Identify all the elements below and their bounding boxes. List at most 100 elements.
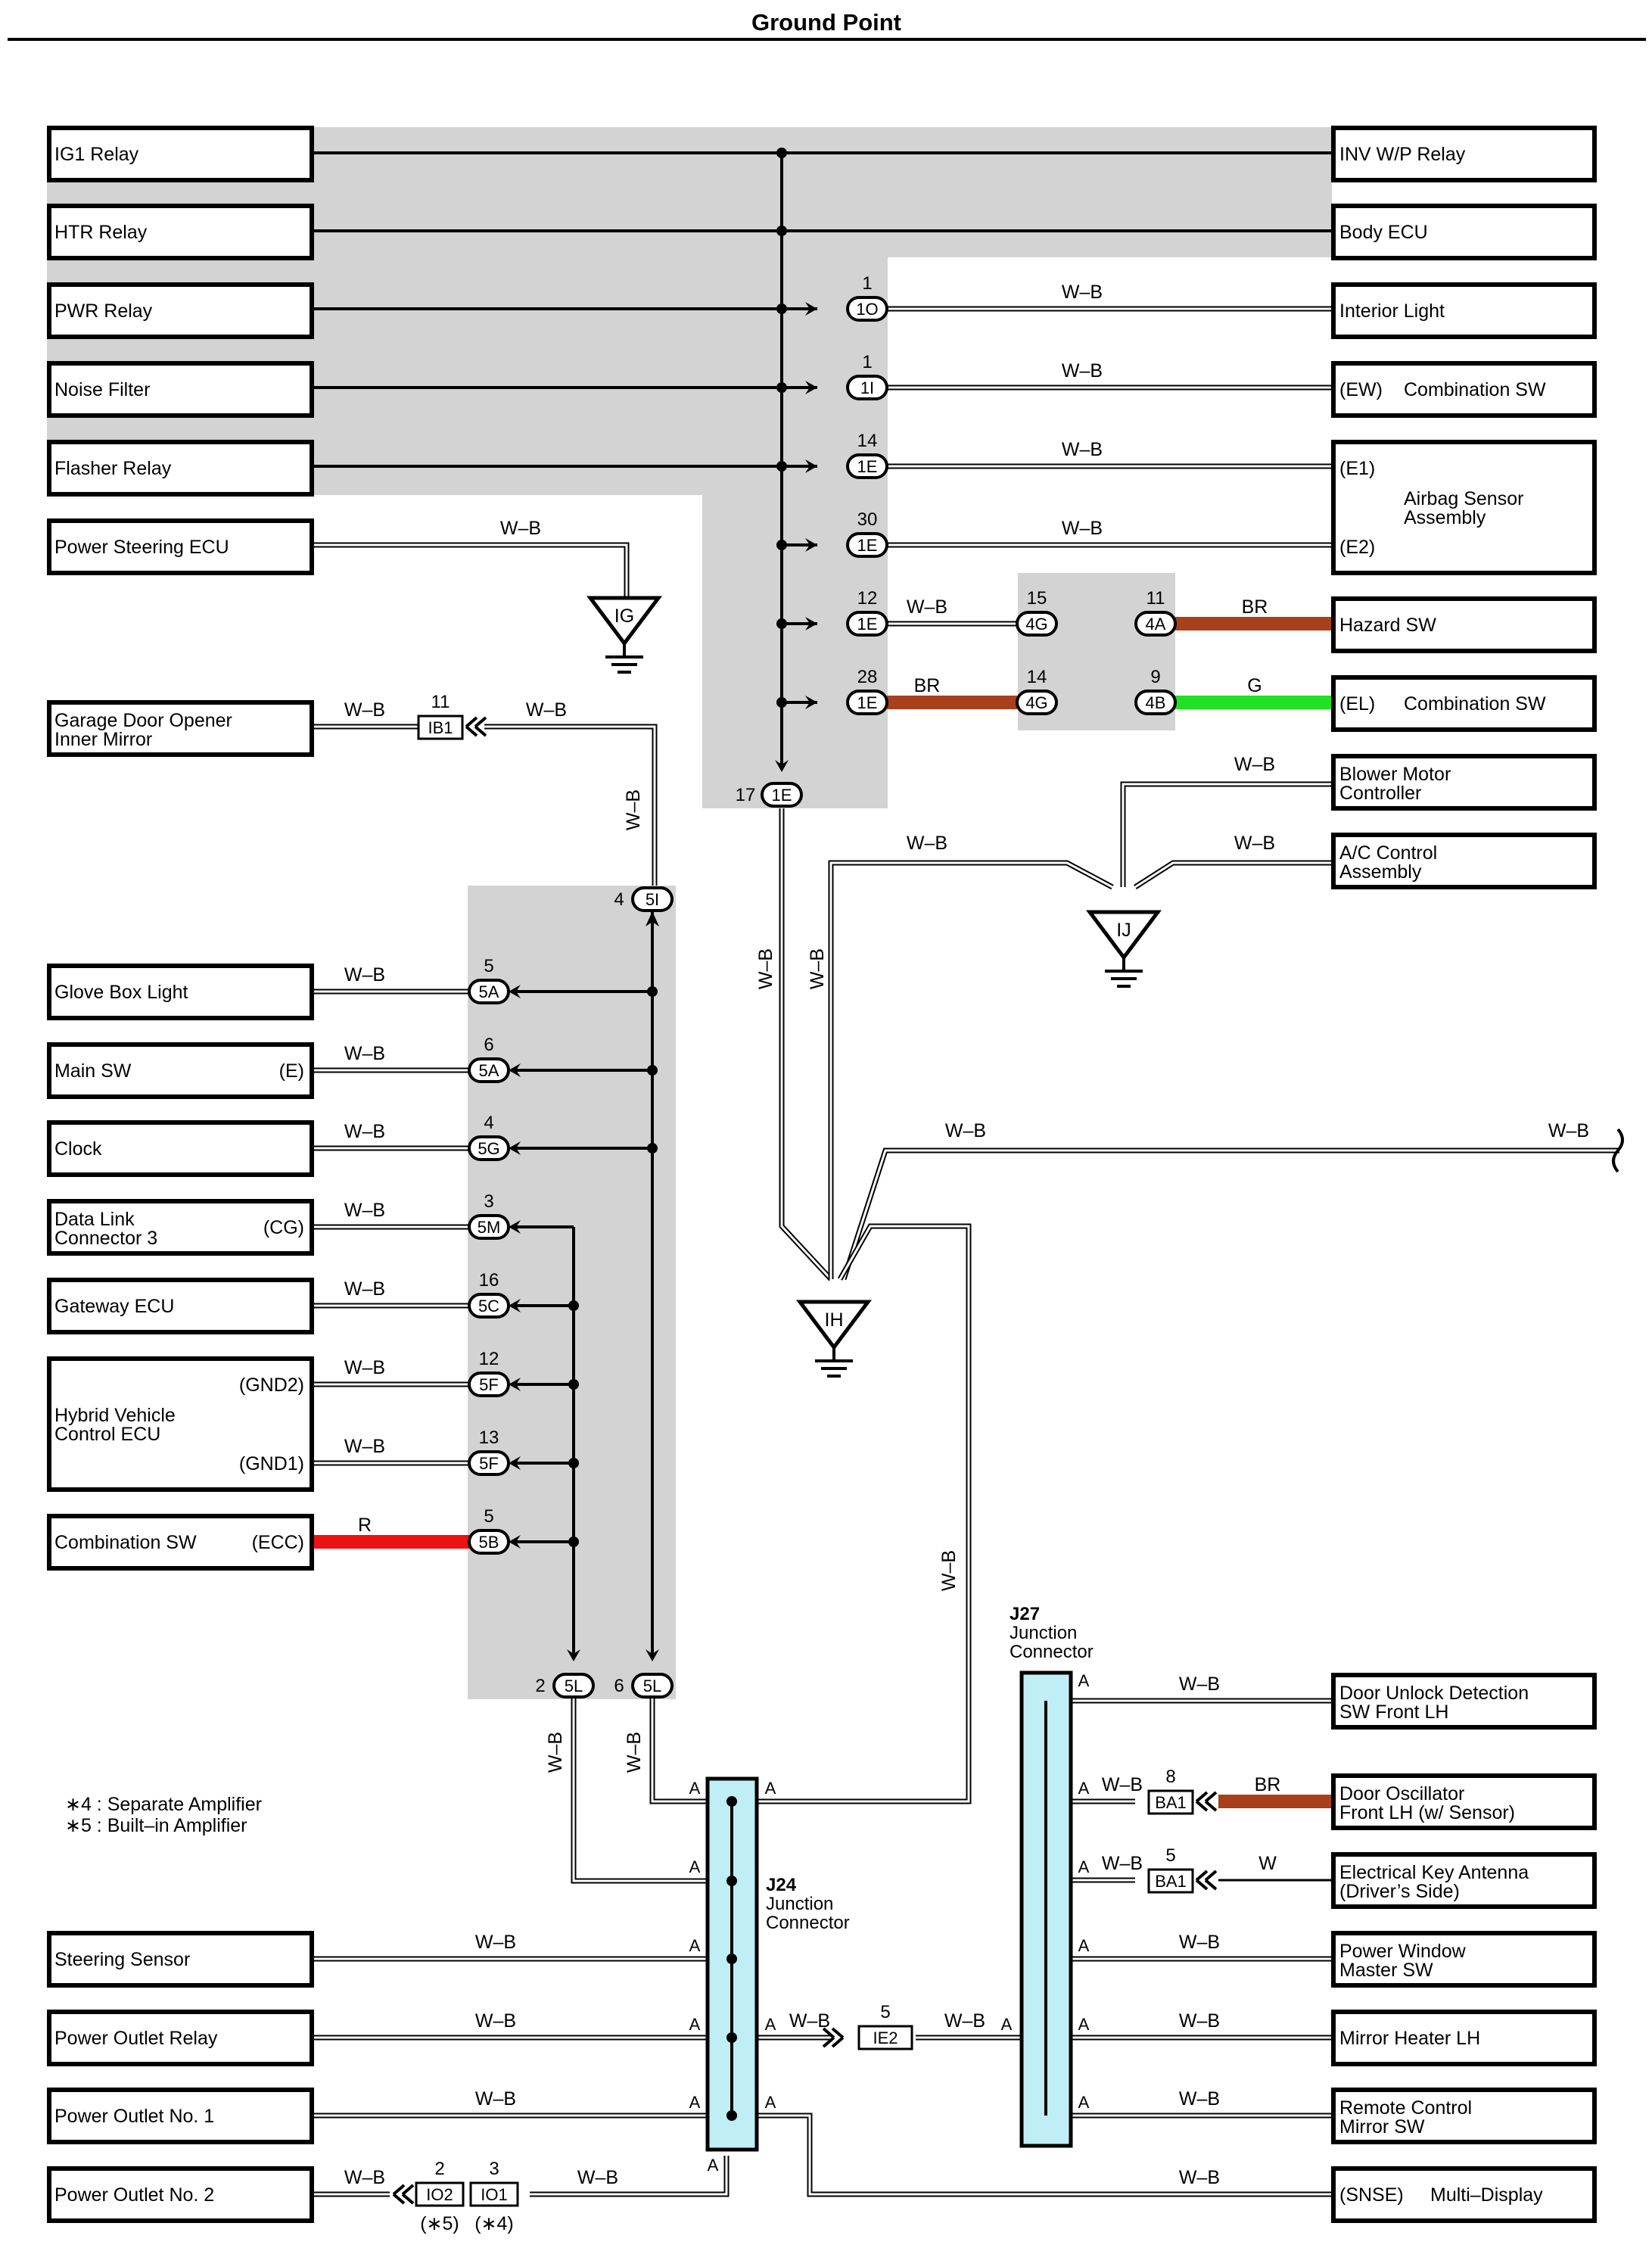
remote-mirror-label-1: Remote Control — [1339, 2097, 1472, 2119]
garage-door-label-1: Garage Door Opener — [54, 710, 232, 731]
connector-1i — [846, 375, 888, 400]
svg-text:W–B: W–B — [344, 699, 385, 721]
svg-text:5A: 5A — [479, 982, 499, 1001]
noise-filter-label: Noise Filter — [54, 379, 150, 400]
svg-text:1E: 1E — [772, 786, 792, 805]
svg-text:W–B: W–B — [1234, 833, 1275, 854]
svg-text:IO1: IO1 — [481, 2185, 507, 2204]
garage-door-label-2: Inner Mirror — [54, 729, 152, 750]
svg-text:5: 5 — [1165, 1845, 1175, 1866]
clock-label: Clock — [54, 1138, 102, 1160]
rect-connectors: IB1 11 BA1 8 BA1 5 IE2 5 IO2 2 (∗5) IO1 … — [392, 692, 1218, 2234]
svg-text:11: 11 — [431, 692, 450, 712]
svg-text:W–B: W–B — [475, 2088, 516, 2109]
svg-text:W–B: W–B — [344, 1278, 385, 1300]
connector-5c — [468, 1293, 510, 1319]
pw-master-label-1: Power Window — [1339, 1941, 1467, 1962]
svg-text:4: 4 — [614, 889, 624, 910]
ground-ih: IH — [796, 1300, 872, 1378]
flasher-relay-box — [47, 440, 314, 497]
connector-1o — [846, 296, 888, 322]
five-series-bus — [509, 907, 659, 1661]
svg-text:W–B: W–B — [344, 1121, 385, 1142]
top-ground-bus — [312, 148, 1333, 772]
svg-text:IB1: IB1 — [428, 718, 453, 737]
connector-5f-13 — [468, 1450, 510, 1476]
svg-text:4G: 4G — [1025, 693, 1047, 712]
svg-text:16: 16 — [479, 1270, 499, 1291]
svg-text:A: A — [1078, 1779, 1090, 1798]
flasher-relay-label: Flasher Relay — [54, 458, 172, 479]
multi-display-pin: (SNSE) — [1339, 2184, 1404, 2206]
airbag-label-1: Airbag Sensor — [1404, 488, 1523, 509]
power-outlet-relay-label: Power Outlet Relay — [54, 2028, 218, 2049]
hv-ecu-pin-gnd1: (GND1) — [239, 1453, 304, 1474]
svg-text:W–B: W–B — [755, 948, 776, 989]
svg-text:W–B: W–B — [344, 1200, 385, 1221]
svg-text:Junction: Junction — [1010, 1623, 1077, 1643]
connector-ba1-8 — [1147, 1789, 1194, 1815]
svg-text:A: A — [689, 1857, 701, 1876]
svg-text:W–B: W–B — [344, 1436, 385, 1457]
svg-text:W–B: W–B — [500, 518, 541, 539]
svg-text:Junction: Junction — [766, 1894, 833, 1914]
connector-5l-6 — [631, 1673, 674, 1698]
airbag-pin-e2: (E2) — [1339, 537, 1375, 558]
gateway-ecu-box — [47, 1278, 314, 1334]
svg-text:14: 14 — [857, 431, 878, 451]
combination-sw-el-box — [1331, 675, 1597, 732]
svg-text:IE2: IE2 — [873, 2028, 898, 2047]
ac-label-1: A/C Control — [1339, 842, 1437, 864]
power-steering-ecu-label: Power Steering ECU — [54, 537, 229, 558]
door-unlock-label-2: SW Front LH — [1339, 1702, 1448, 1723]
svg-text:W–B: W–B — [545, 1732, 566, 1773]
connector-4g-14 — [1016, 690, 1058, 715]
svg-text:5F: 5F — [479, 1454, 499, 1473]
svg-text:5I: 5I — [646, 890, 659, 909]
svg-text:Connector: Connector — [766, 1913, 850, 1933]
svg-text:J27: J27 — [1010, 1604, 1040, 1624]
steering-sensor-label: Steering Sensor — [54, 1949, 190, 1970]
door-oscillator-box — [1331, 1773, 1597, 1830]
svg-text:A: A — [1078, 1671, 1090, 1690]
interior-light-label: Interior Light — [1339, 300, 1445, 322]
svg-text:5L: 5L — [565, 1677, 583, 1695]
svg-text:W–B: W–B — [1548, 1120, 1589, 1141]
svg-text:W–B: W–B — [1062, 518, 1103, 539]
svg-text:5A: 5A — [479, 1061, 499, 1080]
connector-5m — [468, 1214, 510, 1240]
svg-text:15: 15 — [1027, 588, 1047, 609]
noise-filter-box — [47, 361, 314, 418]
connector-ie2 — [857, 2025, 913, 2050]
svg-text:W–B: W–B — [1102, 1853, 1143, 1874]
svg-text:3: 3 — [484, 1191, 493, 1212]
blower-label-1: Blower Motor — [1339, 764, 1451, 785]
svg-text:4A: 4A — [1146, 615, 1166, 634]
connector-1e-17 — [761, 782, 803, 808]
power-steering-ecu-box — [47, 518, 314, 575]
power-outlet-1-box — [47, 2088, 314, 2144]
svg-text:1I: 1I — [860, 378, 874, 397]
svg-text:5B: 5B — [479, 1533, 499, 1552]
svg-text:A: A — [689, 2093, 701, 2112]
door-unlock-detection-box — [1331, 1673, 1597, 1730]
connector-4g-15 — [1016, 611, 1058, 637]
ground-ij: IJ — [1086, 910, 1162, 988]
svg-text:A: A — [765, 1779, 776, 1798]
svg-text:2: 2 — [535, 1676, 545, 1696]
svg-text:W–B: W–B — [1179, 2010, 1220, 2032]
ground-ig: IG — [586, 596, 662, 674]
svg-text:W–B: W–B — [1062, 282, 1103, 303]
connector-4b — [1134, 690, 1177, 715]
pwr-relay-label: PWR Relay — [54, 300, 153, 322]
svg-text:9: 9 — [1150, 667, 1160, 687]
svg-text:17: 17 — [736, 785, 756, 805]
connector-io1 — [469, 2181, 519, 2207]
power-outlet-2-label: Power Outlet No. 2 — [54, 2184, 214, 2206]
svg-text:A: A — [708, 2156, 719, 2175]
left-components: IG1 Relay HTR Relay PWR Relay Noise Filt… — [47, 126, 314, 2223]
svg-text:W–B: W–B — [1179, 2088, 1220, 2109]
capsule-connectors: 1O 1 1I 1 1E 14 1E 30 1E 12 1E 28 4G 15 … — [468, 273, 1177, 1698]
dlc-label-1: Data Link — [54, 1209, 135, 1230]
svg-text:6: 6 — [484, 1035, 493, 1055]
